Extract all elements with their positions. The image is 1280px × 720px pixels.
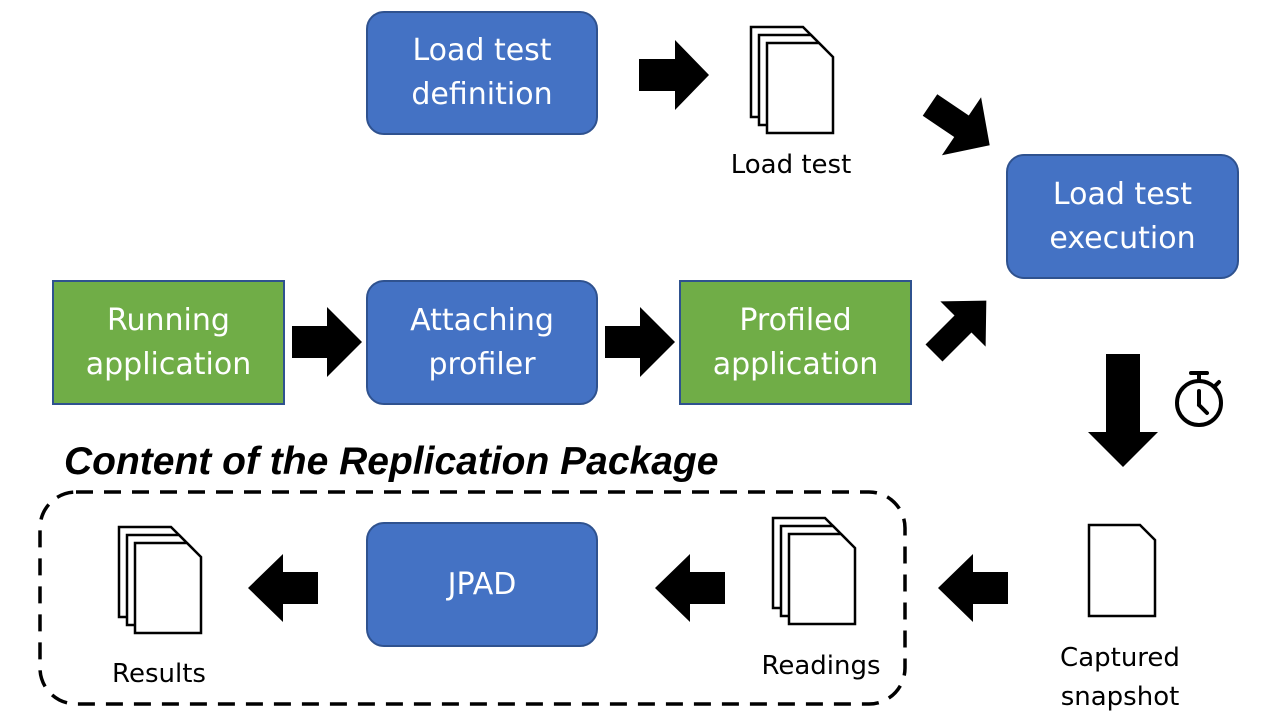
arrow-right-icon — [605, 307, 675, 377]
load-test-definition-box: Load test definition — [366, 11, 598, 135]
jpad-box: JPAD — [366, 522, 598, 647]
load-test-label: Load test — [730, 150, 852, 180]
arrow-down-icon — [1088, 354, 1158, 467]
arrow-left-icon — [655, 554, 725, 622]
attaching-profiler-box: Attaching profiler — [366, 280, 598, 405]
readings-label: Readings — [761, 651, 881, 681]
replication-package-heading: Content of the Replication Package — [64, 440, 719, 483]
arrow-left-icon — [938, 554, 1008, 622]
document-stack-icon — [749, 25, 835, 135]
document-stack-icon — [117, 525, 203, 635]
captured-snapshot-label: Captured snapshot — [1060, 643, 1180, 712]
arrow-diagonal-up-icon — [925, 300, 987, 362]
replication-package-container — [38, 490, 907, 706]
load-test-execution-box: Load test execution — [1006, 154, 1239, 279]
document-icon — [1087, 523, 1157, 618]
results-label: Results — [112, 659, 206, 689]
running-application-box: Running application — [52, 280, 285, 405]
arrow-diagonal-down-icon — [922, 94, 990, 156]
stopwatch-icon — [1175, 371, 1223, 427]
arrow-right-icon — [639, 40, 709, 110]
document-stack-icon — [771, 516, 857, 626]
arrow-left-icon — [248, 554, 318, 622]
arrow-right-icon — [292, 307, 362, 377]
profiled-application-box: Profiled application — [679, 280, 912, 405]
